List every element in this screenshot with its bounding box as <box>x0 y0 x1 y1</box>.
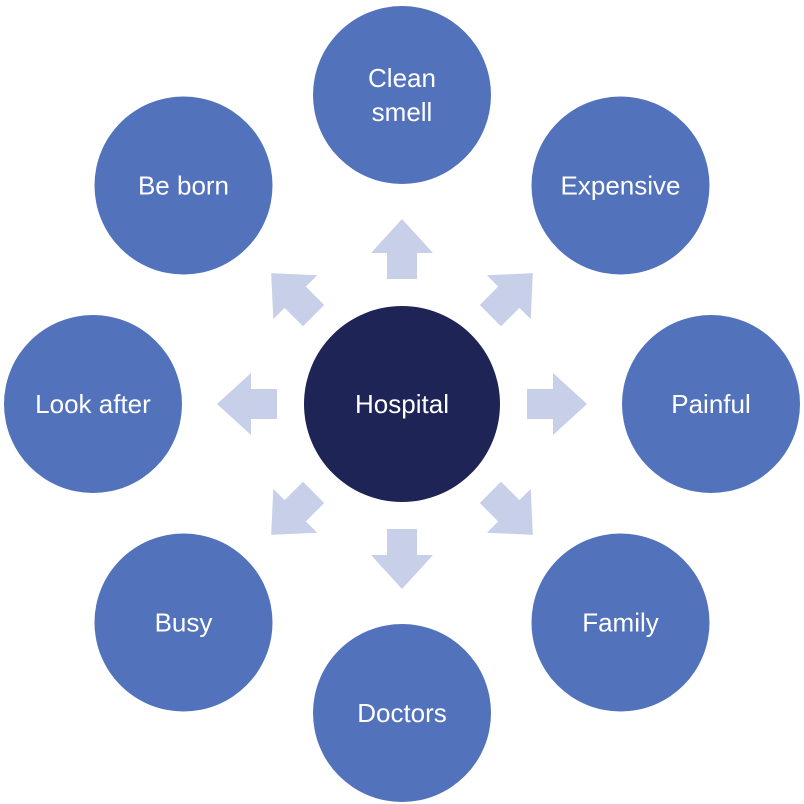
arrow-3 <box>479 481 533 535</box>
arrow-0 <box>371 219 433 279</box>
node-label-3-line-0: Family <box>582 608 659 638</box>
node-label-7-line-0: Be born <box>138 171 229 201</box>
center-label: Hospital <box>355 389 449 419</box>
node-circle-0 <box>313 6 491 184</box>
arrow-2 <box>527 373 587 435</box>
node-label-1-line-0: Expensive <box>561 171 681 201</box>
node-label-2-line-0: Painful <box>671 389 751 419</box>
node-5: Busy <box>94 533 273 712</box>
node-0: Clean smell <box>313 6 491 184</box>
node-circle-3 <box>531 533 710 712</box>
node-2: Painful <box>622 315 800 493</box>
node-label-5-line-0: Busy <box>155 608 213 638</box>
node-circle-5 <box>94 533 273 712</box>
node-4: Doctors <box>313 624 491 802</box>
arrow-4 <box>371 529 433 589</box>
node-3: Family <box>531 533 710 712</box>
node-1: Expensive <box>531 96 710 275</box>
node-circle-2 <box>622 315 800 493</box>
node-circle-7 <box>94 96 273 275</box>
arrows-group <box>217 219 587 589</box>
arrow-6 <box>217 373 277 435</box>
node-label-0-line-1: smell <box>372 97 433 127</box>
node-circle-6 <box>4 315 182 493</box>
arrow-1 <box>479 273 533 327</box>
center-circle <box>304 306 500 502</box>
node-label-0-line-0: Clean <box>368 63 436 93</box>
arrow-5 <box>271 481 325 535</box>
node-circle-1 <box>531 96 710 275</box>
arrow-7 <box>271 273 325 327</box>
node-label-6-line-0: Look after <box>35 389 151 419</box>
node-7: Be born <box>94 96 273 275</box>
node-circle-4 <box>313 624 491 802</box>
node-6: Look after <box>4 315 182 493</box>
center-group: Hospital <box>304 306 500 502</box>
node-label-4-line-0: Doctors <box>357 698 447 728</box>
